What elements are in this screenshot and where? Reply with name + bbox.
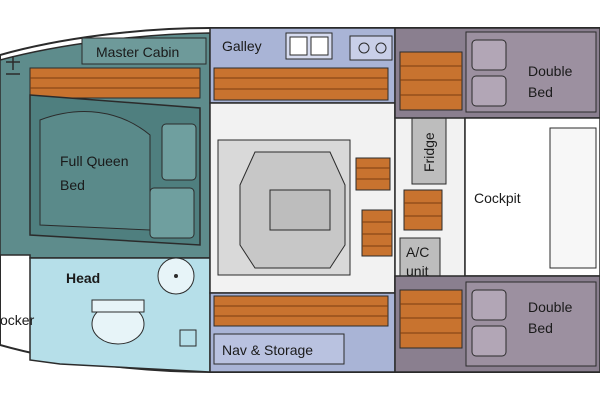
pillow-2 bbox=[149, 187, 195, 239]
bow-cleat-top-icon bbox=[6, 56, 20, 70]
cockpit-label: Cockpit bbox=[474, 190, 521, 206]
sink-drain bbox=[174, 274, 178, 278]
nav-storage-label-box bbox=[213, 333, 345, 365]
pillow-1 bbox=[161, 123, 197, 181]
bed-sheet-fold bbox=[39, 111, 151, 231]
cockpit-bench bbox=[549, 127, 597, 269]
ac-unit-label-1: A/C bbox=[406, 244, 429, 260]
master-cabin-floor bbox=[29, 67, 201, 99]
double-bed-bottom-label-2: Bed bbox=[528, 320, 553, 336]
head-label: Head bbox=[66, 270, 100, 286]
nav-storage-label: Nav & Storage bbox=[222, 342, 313, 358]
fridge-floor bbox=[403, 189, 443, 231]
stove-burner-1 bbox=[358, 42, 370, 54]
galley-label: Galley bbox=[222, 38, 262, 54]
aft-cabin-bottom-floor bbox=[399, 289, 463, 349]
ac-unit-label-2: unit bbox=[406, 263, 429, 279]
galley-sink-bowl-1 bbox=[289, 36, 308, 56]
master-cabin-label: Master Cabin bbox=[96, 44, 179, 60]
shower-drain bbox=[179, 329, 197, 347]
double-bed-bottom-pillow-2 bbox=[471, 325, 507, 357]
double-bed-top-pillow-2 bbox=[471, 75, 507, 107]
full-queen-bed-label-2: Bed bbox=[60, 177, 85, 193]
companionway-steps-2 bbox=[361, 209, 393, 257]
locker-label: ocker bbox=[0, 312, 35, 328]
double-bed-bottom-label-1: Double bbox=[528, 299, 573, 315]
double-bed-top-label-2: Bed bbox=[528, 84, 553, 100]
toilet-tank bbox=[91, 299, 145, 313]
master-cabin-label-box bbox=[81, 37, 207, 65]
stove bbox=[349, 35, 393, 61]
double-bed-bottom-pillow-1 bbox=[471, 289, 507, 321]
aft-cabin-top-floor bbox=[399, 51, 463, 111]
galley-floor bbox=[213, 67, 389, 101]
ac-unit bbox=[399, 237, 441, 283]
salon-table-top bbox=[269, 189, 331, 231]
nav-floor bbox=[213, 295, 389, 327]
fridge-label: Fridge bbox=[421, 132, 437, 172]
wood-plank-lines bbox=[30, 65, 462, 334]
double-bed-top-pillow-1 bbox=[471, 39, 507, 71]
full-queen-bed-label-1: Full Queen bbox=[60, 153, 128, 169]
double-bed-top-label-1: Double bbox=[528, 63, 573, 79]
companionway-steps-1 bbox=[355, 157, 391, 191]
stove-burner-2 bbox=[375, 42, 387, 54]
galley-sink-bowl-2 bbox=[310, 36, 329, 56]
